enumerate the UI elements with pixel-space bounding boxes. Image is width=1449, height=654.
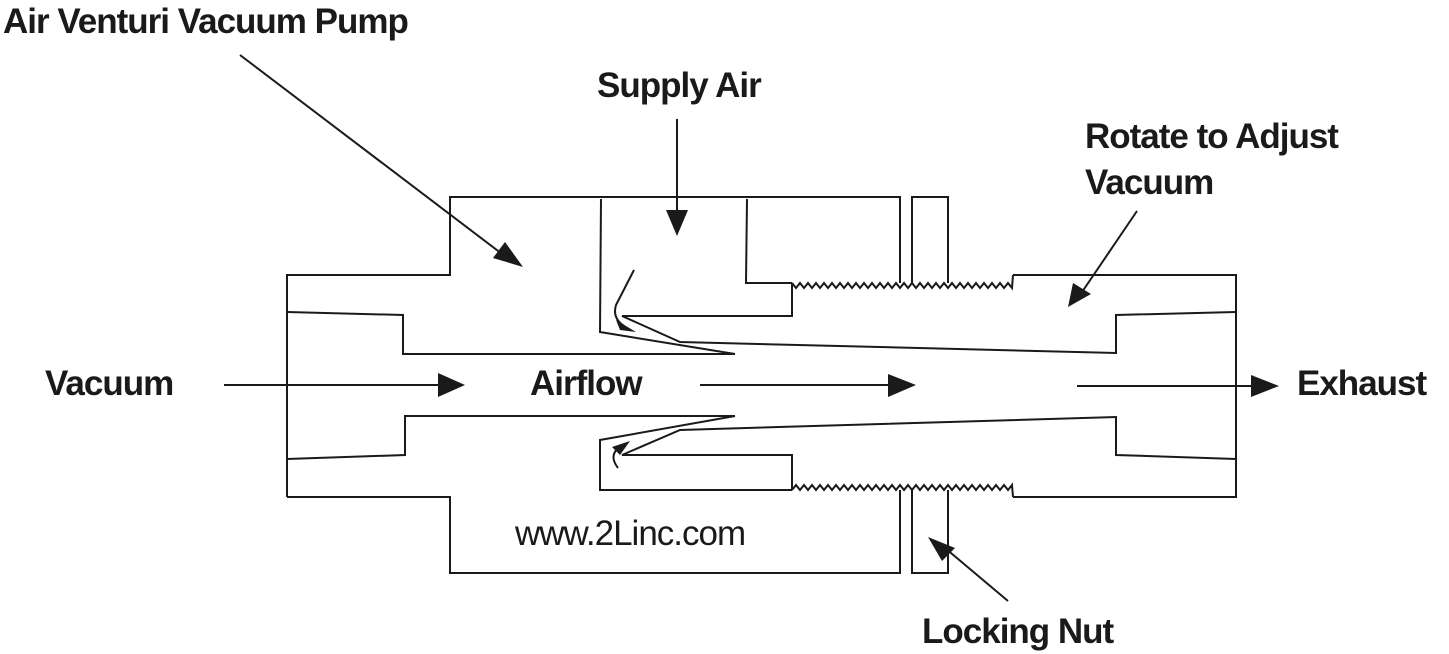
locking-nut	[911, 196, 949, 574]
inlet-bore-lower	[286, 415, 735, 460]
nozzle-lower-outer	[599, 415, 792, 491]
flow-arrowhead-upper	[616, 320, 636, 332]
body-upper-outline	[286, 196, 901, 497]
title-leader-arrowhead	[493, 242, 523, 267]
locking-nut-leader-arrowhead	[928, 537, 955, 561]
flow-arrowhead-lower	[612, 441, 630, 455]
locking-nut-lower	[911, 490, 949, 574]
exhaust-label: Exhaust	[1297, 364, 1427, 403]
nozzle-upper-outer	[598, 198, 736, 355]
locking-nut-upper	[911, 196, 949, 283]
vacuum-label: Vacuum	[45, 364, 173, 403]
locking-nut-label: Locking Nut	[922, 612, 1115, 651]
rotate-leader-line	[1079, 210, 1138, 296]
vacuum-arrowhead	[438, 373, 465, 397]
adjuster-upper-bore	[621, 283, 1237, 355]
diagram-title: Air Venturi Vacuum Pump	[3, 2, 408, 41]
rotate-leader-arrowhead	[1068, 283, 1091, 307]
locking-nut-leader-line	[944, 547, 1009, 602]
body-lower-outline	[287, 490, 901, 574]
thread-upper	[791, 274, 1014, 291]
adjuster-lower-bore	[621, 415, 1237, 490]
supply-chamber-wall	[744, 198, 792, 284]
supply-air-label: Supply Air	[597, 66, 762, 105]
rotate-label-line2: Vacuum	[1085, 163, 1213, 202]
rotate-label-line1: Rotate to Adjust	[1085, 117, 1339, 156]
airflow-arrowhead	[888, 374, 916, 397]
inlet-bore-upper	[286, 311, 735, 355]
exhaust-arrowhead	[1251, 375, 1279, 397]
airflow-label: Airflow	[530, 364, 643, 403]
thread-lower	[791, 482, 1014, 498]
supply-air-arrowhead	[666, 210, 688, 236]
title-leader-line	[239, 54, 511, 261]
website-label: www.2Linc.com	[514, 514, 745, 553]
